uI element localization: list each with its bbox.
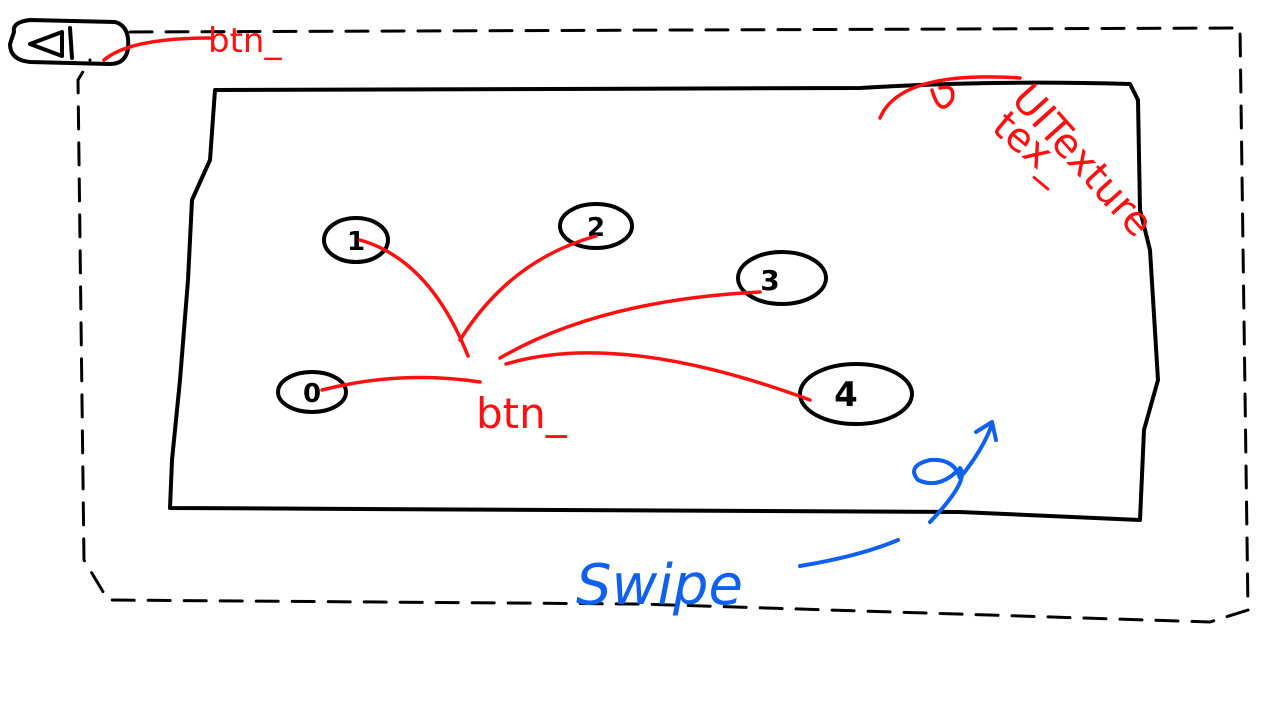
texture-annotation-line (878, 75, 1022, 120)
back-button-annotation: btn_ (208, 21, 282, 61)
screen-frame (76, 26, 1250, 624)
level-button-0[interactable]: 0 (276, 370, 348, 414)
level-button-3[interactable]: 3 (736, 250, 828, 306)
level-button-1[interactable]: 1 (322, 216, 390, 264)
swipe-gesture-label: Swipe (576, 553, 743, 618)
level-button-4[interactable]: 4 (798, 362, 914, 426)
swipe-gesture-icon (798, 420, 998, 568)
level-button-2[interactable]: 2 (558, 202, 634, 250)
back-arrow-icon (28, 26, 74, 60)
back-button-annotation-line (102, 36, 212, 62)
level-button-0-label: 0 (303, 379, 321, 409)
level-button-1-label: 1 (347, 227, 365, 257)
level-button-3-label: 3 (760, 264, 779, 297)
level-button-4-label: 4 (834, 375, 858, 415)
level-buttons-annotation: btn_ (476, 389, 568, 438)
level-buttons-annotation-lines (320, 234, 812, 402)
